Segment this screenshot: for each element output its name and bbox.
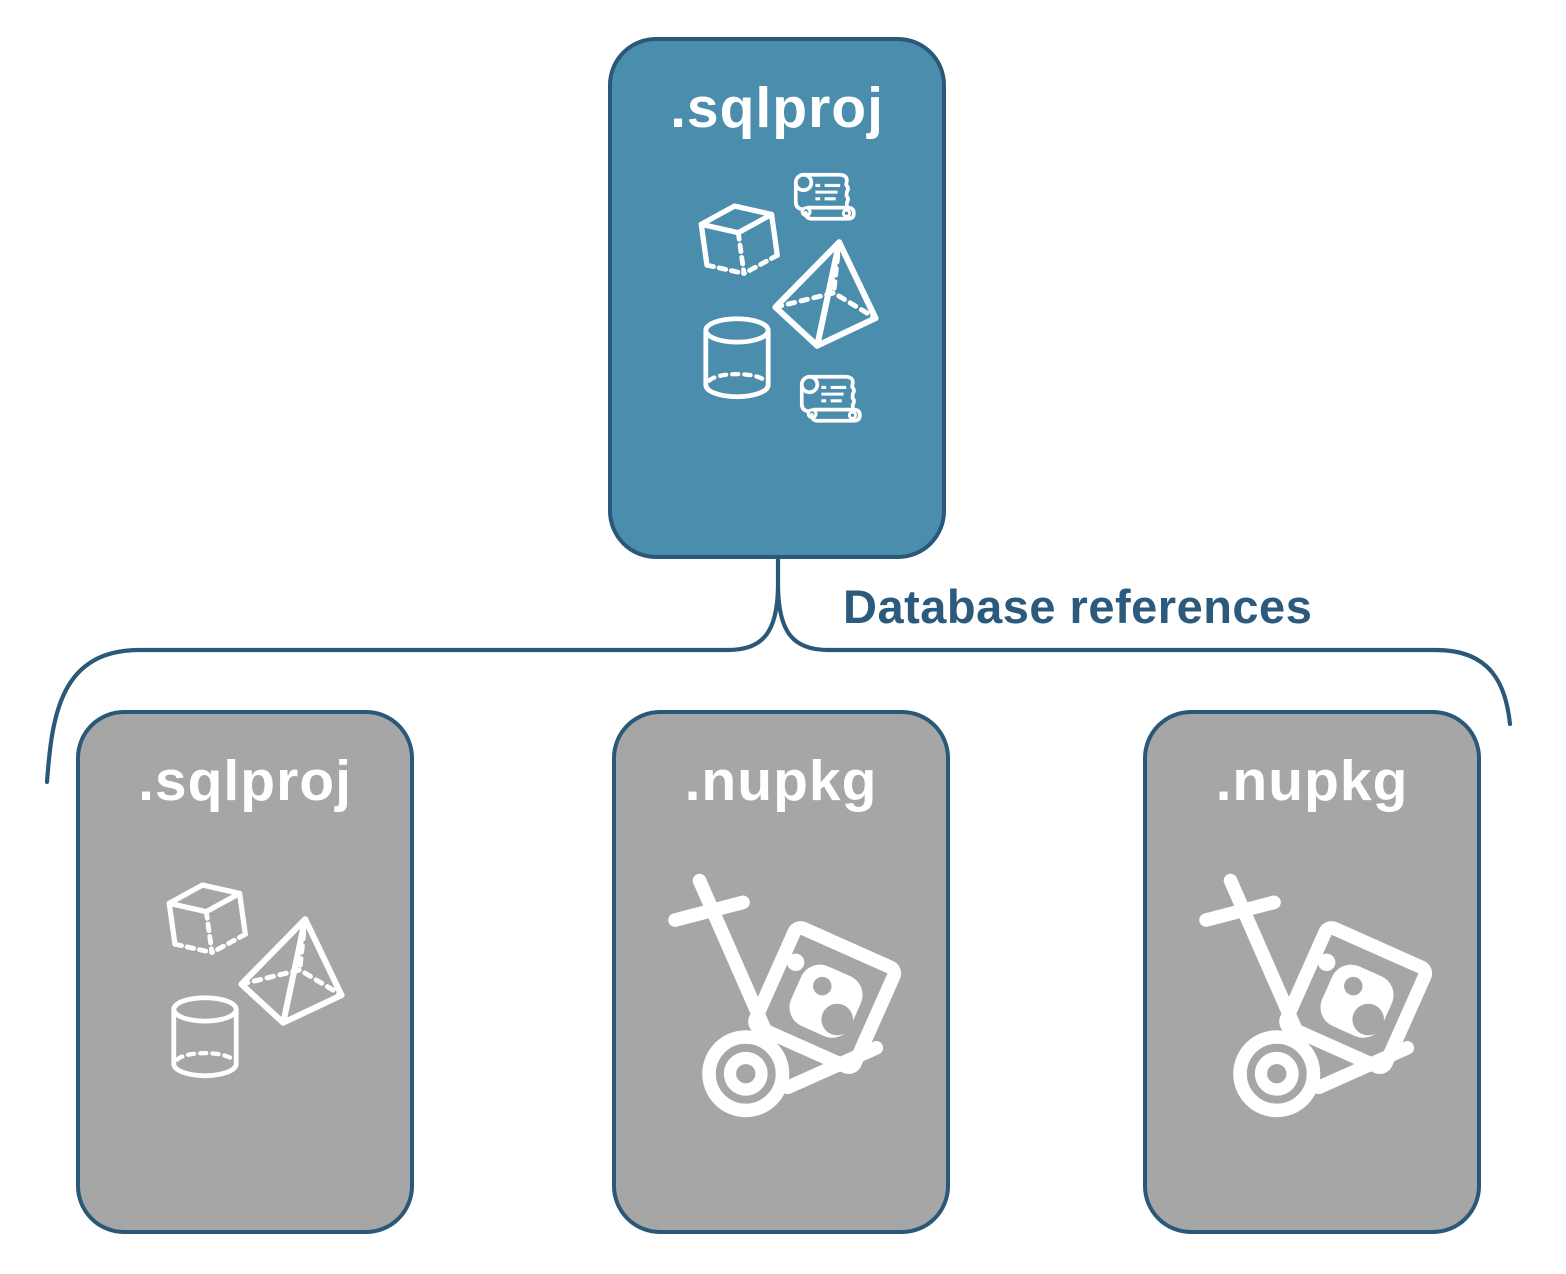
cylinder-icon [698, 313, 776, 405]
node-title: .nupkg [1215, 749, 1409, 813]
node-sqlproj-root: .sqlproj [608, 37, 946, 559]
scroll-icon [794, 365, 868, 441]
node-nupkg-1: .nupkg [612, 710, 950, 1234]
cube-icon [692, 195, 788, 295]
node-nupkg-2: .nupkg [1143, 710, 1481, 1234]
node-title: .nupkg [684, 749, 878, 813]
cube-icon [160, 874, 256, 974]
connector-label: Database references [843, 580, 1313, 633]
pyramid-icon [236, 916, 348, 1026]
node-title: .sqlproj [138, 749, 352, 813]
pyramid-icon [770, 239, 882, 349]
scroll-icon [788, 163, 862, 239]
node-title: .sqlproj [670, 76, 884, 140]
hand-truck-package-icon [1187, 862, 1459, 1144]
node-sqlproj-child: .sqlproj [76, 710, 414, 1234]
cylinder-icon [166, 992, 244, 1084]
hand-truck-package-icon [656, 862, 928, 1144]
